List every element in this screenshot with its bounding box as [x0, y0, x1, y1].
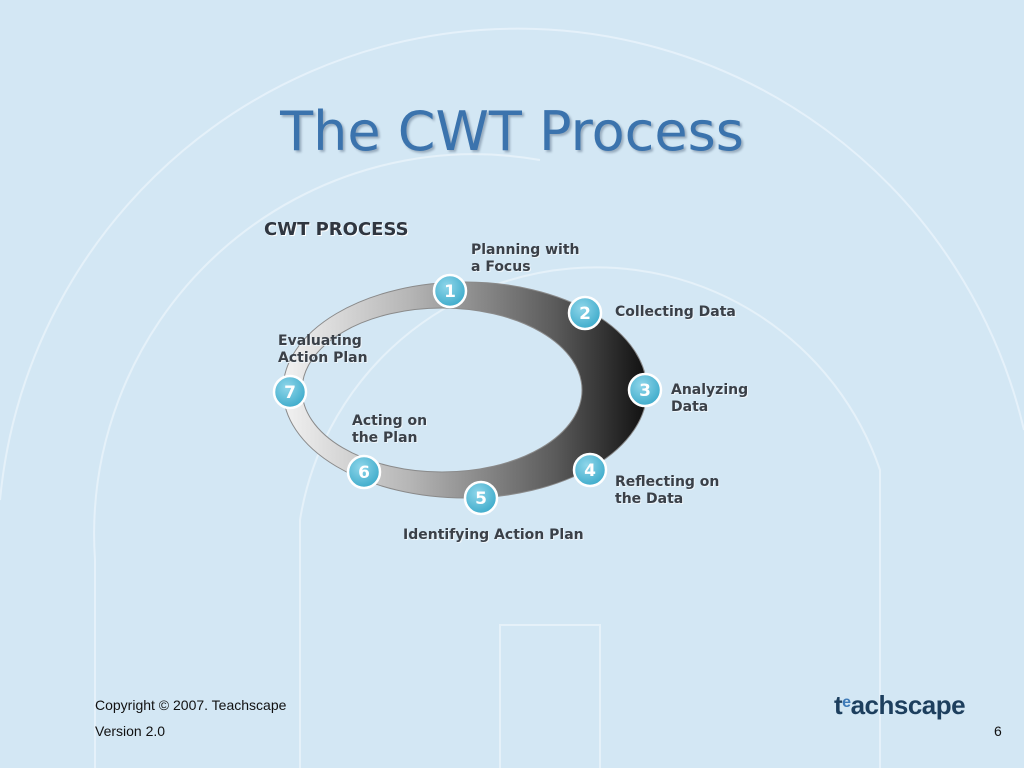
step-label-2: Collecting Data	[615, 304, 736, 321]
step-label-3-line2: Data	[671, 399, 709, 415]
step-label-7: Evaluating Action Plan	[278, 333, 368, 367]
step-number-4: 4	[584, 461, 596, 481]
teachscape-logo: teachscape	[834, 690, 966, 721]
step-label-4: Reflecting on the Data	[615, 474, 719, 508]
step-badge-4: 4	[572, 452, 608, 488]
step-number-6: 6	[358, 463, 370, 483]
step-label-6-line2: the Plan	[352, 430, 418, 446]
step-badge-3: 3	[627, 372, 663, 408]
step-badge-5: 5	[463, 480, 499, 516]
copyright-text: Copyright © 2007. Teachscape	[95, 697, 287, 713]
step-number-3: 3	[639, 381, 651, 401]
step-number-7: 7	[284, 383, 296, 403]
step-label-1: Planning with a Focus	[471, 242, 580, 276]
diagram-heading: CWT PROCESS	[264, 219, 409, 240]
step-label-3: Analyzing Data	[671, 382, 748, 416]
step-label-4-line2: the Data	[615, 491, 684, 507]
step-badge-6: 6	[346, 454, 382, 490]
step-number-2: 2	[579, 304, 591, 324]
step-label-1-line2: a Focus	[471, 259, 531, 275]
step-number-5: 5	[475, 489, 487, 509]
step-label-2-line1: Collecting Data	[615, 304, 736, 320]
step-label-6: Acting on the Plan	[352, 413, 427, 447]
logo-t: t	[834, 690, 843, 720]
step-label-3-line1: Analyzing	[671, 382, 749, 398]
logo-sup: e	[842, 694, 851, 711]
step-badge-2: 2	[567, 295, 603, 331]
step-label-5: Identifying Action Plan	[403, 527, 584, 544]
version-text: Version 2.0	[95, 723, 166, 739]
step-badge-1: 1	[432, 273, 468, 309]
step-label-4-line1: Reflecting on	[615, 474, 720, 490]
step-number-1: 1	[444, 282, 456, 302]
step-label-6-line1: Acting on	[352, 413, 428, 429]
step-label-5-line1: Identifying Action Plan	[403, 527, 584, 543]
step-label-1-line1: Planning with	[471, 242, 580, 258]
page-number: 6	[994, 723, 1002, 739]
logo-rest: achscape	[850, 690, 966, 720]
step-label-7-line1: Evaluating	[278, 333, 362, 349]
step-label-7-line2: Action Plan	[278, 350, 368, 366]
step-badge-7: 7	[272, 374, 308, 410]
slide-title: The CWT Process	[280, 100, 744, 163]
